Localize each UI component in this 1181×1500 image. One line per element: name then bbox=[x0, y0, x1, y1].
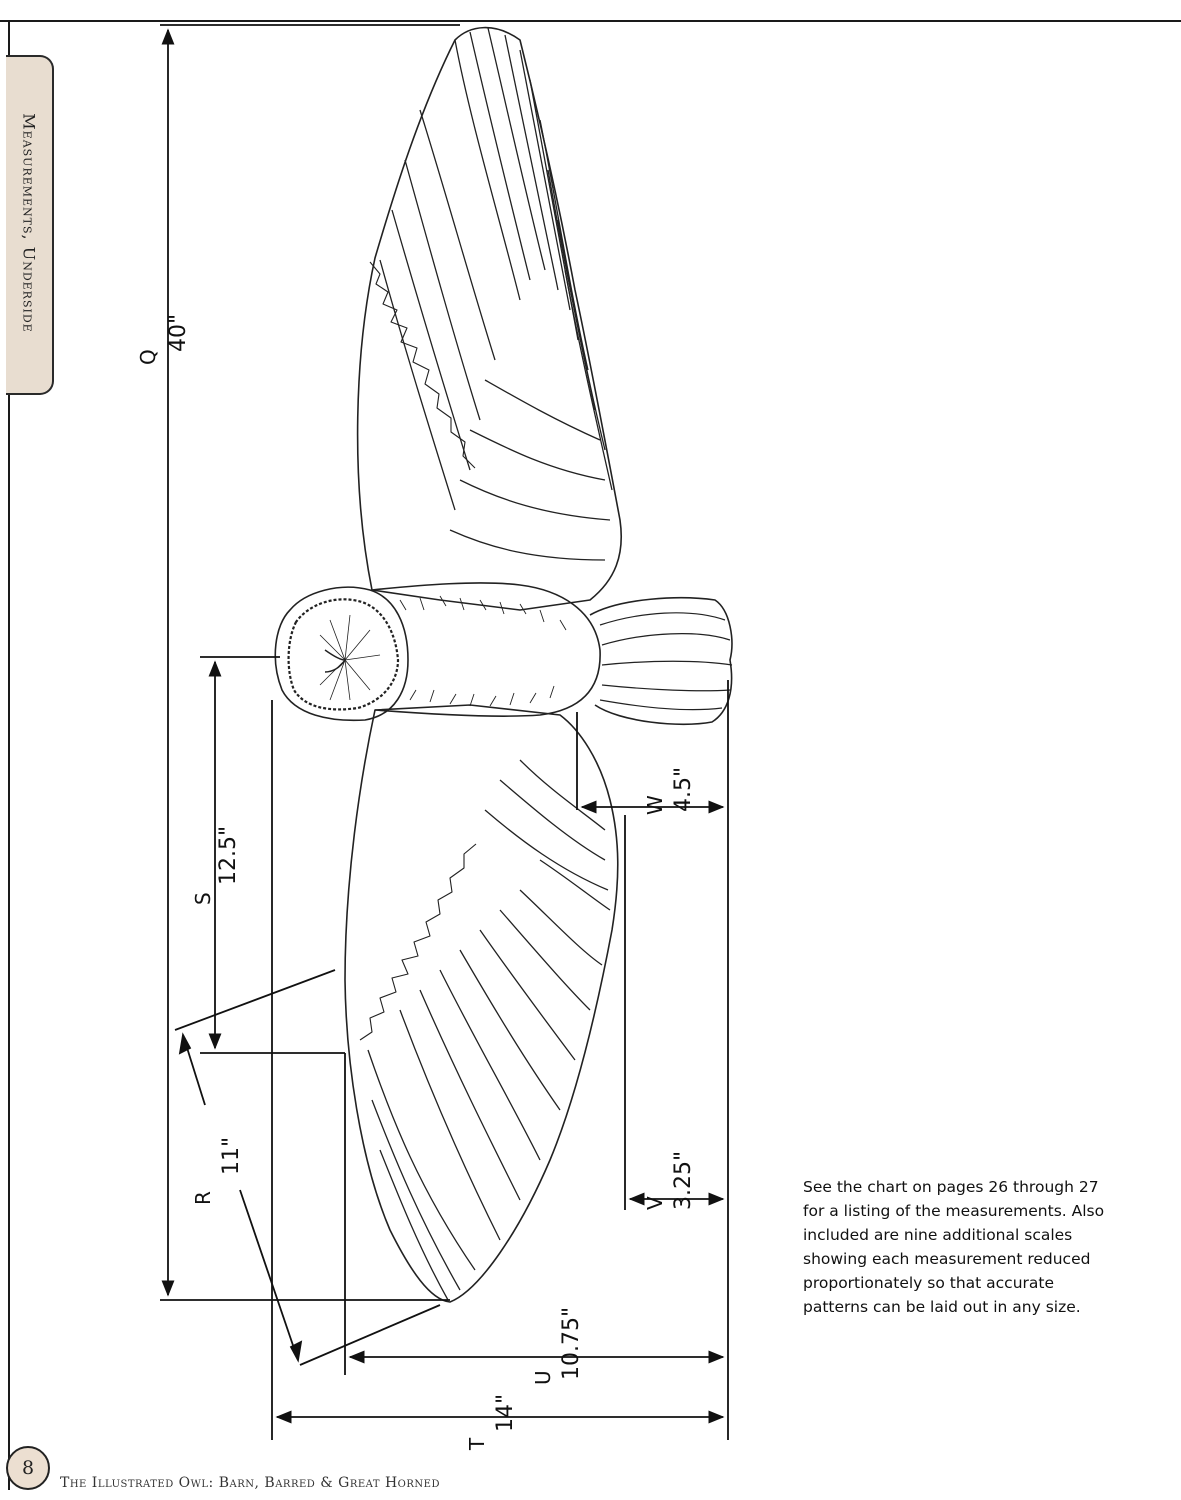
measurement-note: See the chart on pages 26 through 27 for… bbox=[803, 1178, 1105, 1316]
section-tab bbox=[6, 55, 54, 395]
dim-r-value: 11" bbox=[219, 1137, 244, 1175]
dim-w-value: 4.5" bbox=[671, 767, 696, 812]
owl-body-outline bbox=[371, 582, 601, 717]
dim-t-value: 14" bbox=[493, 1394, 518, 1432]
dimension-labels: Q 40" R 11" S 12.5" T 14" U 10.75" bbox=[136, 314, 696, 1451]
owl-head-outline bbox=[274, 586, 409, 722]
page-border-top bbox=[0, 20, 1181, 22]
barn-owl-underside-drawing bbox=[274, 26, 733, 1303]
upper-wing-outline bbox=[356, 26, 622, 611]
dim-r-letter: R bbox=[191, 1191, 215, 1205]
dim-q-value: 40" bbox=[166, 314, 191, 352]
dim-s-value: 12.5" bbox=[216, 826, 241, 885]
dimension-lines bbox=[160, 24, 729, 1440]
dim-q-letter: Q bbox=[136, 349, 160, 365]
dim-u-value: 10.75" bbox=[559, 1307, 584, 1380]
dim-w-letter: W bbox=[643, 795, 667, 815]
owl-facial-disc bbox=[287, 598, 400, 711]
lower-wing-feathers bbox=[367, 759, 611, 1301]
book-title: The Illustrated Owl: Barn, Barred & Grea… bbox=[60, 1475, 440, 1491]
page-number: 8 bbox=[6, 1446, 50, 1490]
dim-s-letter: S bbox=[191, 892, 215, 905]
dim-v-letter: V bbox=[643, 1196, 667, 1210]
dim-t-letter: T bbox=[465, 1437, 489, 1451]
owl-face-rays bbox=[319, 614, 381, 701]
dim-u-letter: U bbox=[531, 1370, 555, 1385]
page-border-left bbox=[8, 20, 10, 1490]
owl-tail-feathers bbox=[599, 612, 733, 711]
dim-v-value: 3.25" bbox=[671, 1151, 696, 1210]
lower-wing-coverts bbox=[359, 843, 477, 1041]
owl-body-feathering bbox=[399, 595, 567, 707]
upper-wing-feathers bbox=[379, 27, 613, 561]
upper-wing-coverts bbox=[369, 261, 476, 469]
lower-wing-outline bbox=[344, 704, 619, 1303]
owl-tail bbox=[589, 597, 733, 726]
